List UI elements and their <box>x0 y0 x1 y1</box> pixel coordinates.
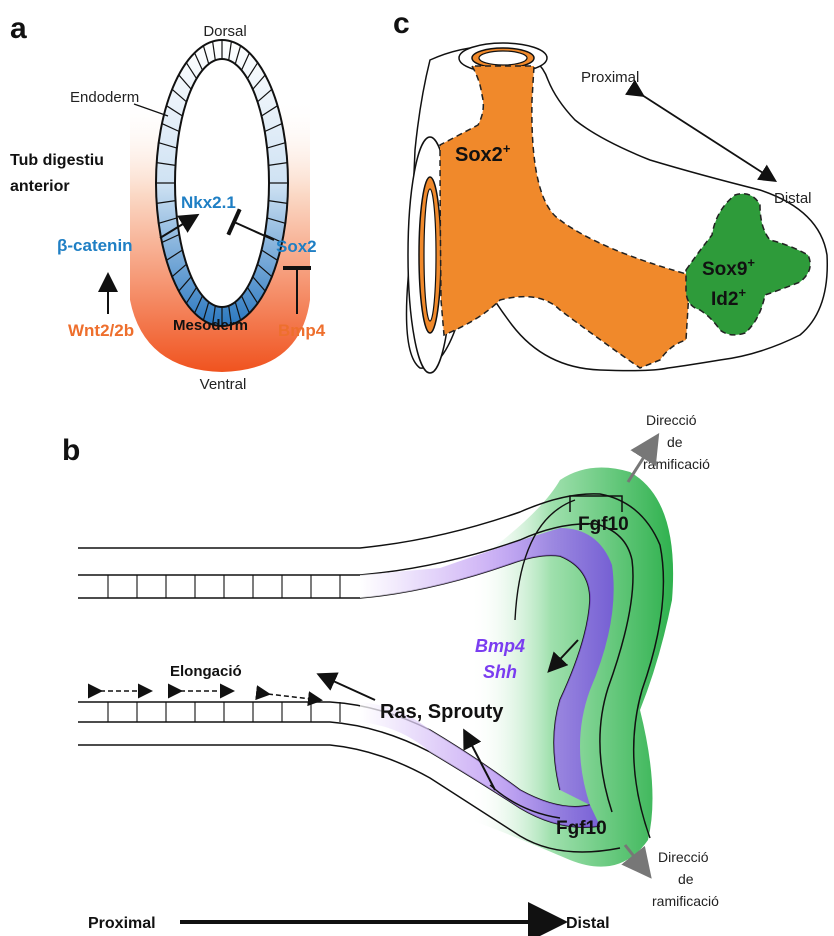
label-direction-top-2: de <box>667 434 683 450</box>
label-direction-bot-1: Direcció <box>658 849 709 865</box>
panel-b: b Direcció de ramificació Fgf10 Bmp4 Shh… <box>62 412 719 932</box>
label-nkx21: Nkx2.1 <box>181 193 236 212</box>
epithelial-cells <box>108 575 340 722</box>
label-foregut-2: anterior <box>10 178 70 195</box>
label-sox2-plus: Sox2+ <box>455 141 511 166</box>
label-elongation: Elongació <box>170 663 242 680</box>
label-ras-sprouty: Ras, Sprouty <box>380 701 504 723</box>
label-foregut-1: Tub digestiu <box>10 152 104 169</box>
label-axis-proximal: Proximal <box>88 915 156 932</box>
label-direction-bot-3: ramificació <box>652 893 719 909</box>
panel-c: c Sox2+ Sox9+ Id2+ Proximal Distal <box>393 7 827 373</box>
panel-letter-a: a <box>10 12 27 45</box>
label-ventral: Ventral <box>200 376 247 393</box>
label-direction-top-1: Direcció <box>646 412 697 428</box>
label-fgf10-top: Fgf10 <box>578 514 629 535</box>
label-direction-top-3: ramificació <box>643 456 710 472</box>
label-bmp4-b: Bmp4 <box>475 636 525 656</box>
label-shh: Shh <box>483 662 517 682</box>
panel-letter-b: b <box>62 434 80 467</box>
panel-a: a Dorsal Endoderm Tub digestiu anterior … <box>10 12 326 393</box>
label-mesoderm: Mesoderm <box>173 317 248 334</box>
foregut-lumen <box>175 59 269 307</box>
label-axis-distal: Distal <box>566 915 610 932</box>
panel-letter-c: c <box>393 7 410 40</box>
label-direction-bot-2: de <box>678 871 694 887</box>
label-wnt: Wnt2/2b <box>68 321 134 340</box>
label-bmp4-a: Bmp4 <box>278 321 326 340</box>
label-dorsal: Dorsal <box>203 23 246 40</box>
elongation-arrow <box>320 675 375 700</box>
label-beta-catenin: β-catenin <box>57 236 133 255</box>
label-endoderm: Endoderm <box>70 89 139 106</box>
label-sox2: Sox2 <box>276 237 317 256</box>
label-fgf10-bottom: Fgf10 <box>556 818 607 839</box>
label-proximal-c: Proximal <box>581 69 639 86</box>
label-sox9-plus: Sox9+ <box>702 255 755 280</box>
label-distal-c: Distal <box>774 190 812 207</box>
